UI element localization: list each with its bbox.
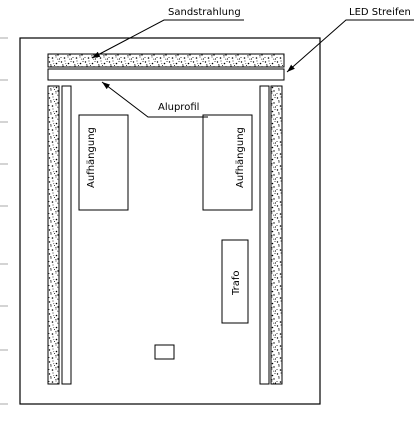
outer-frame — [19, 37, 321, 405]
aluprofil-left — [61, 85, 72, 385]
leader-led-streifen — [286, 19, 414, 73]
leader-sandstrahlung — [91, 19, 244, 59]
label-trafo: Trafo — [231, 270, 242, 296]
label-sandstrahlung: Sandstrahlung — [168, 7, 241, 18]
sandblast-strip-right — [270, 85, 283, 385]
sandblast-strip-top — [47, 53, 285, 68]
label-aluprofil: Aluprofil — [158, 102, 199, 113]
led-strip-top — [47, 68, 285, 81]
small-square — [154, 344, 175, 360]
label-aufhaengung-left: Aufhängung — [86, 127, 97, 188]
label-aufhaengung-right: Aufhängung — [235, 127, 246, 188]
label-led-streifen: LED Streifen — [349, 7, 411, 18]
aufhaengung-box-left — [78, 114, 129, 211]
leader-aluprofil — [101, 81, 208, 118]
sandblast-strip-left — [47, 85, 60, 385]
trafo-box — [221, 239, 249, 324]
margin-ticks — [0, 37, 8, 405]
aufhaengung-box-right — [202, 114, 253, 211]
aluprofil-right — [259, 85, 270, 385]
